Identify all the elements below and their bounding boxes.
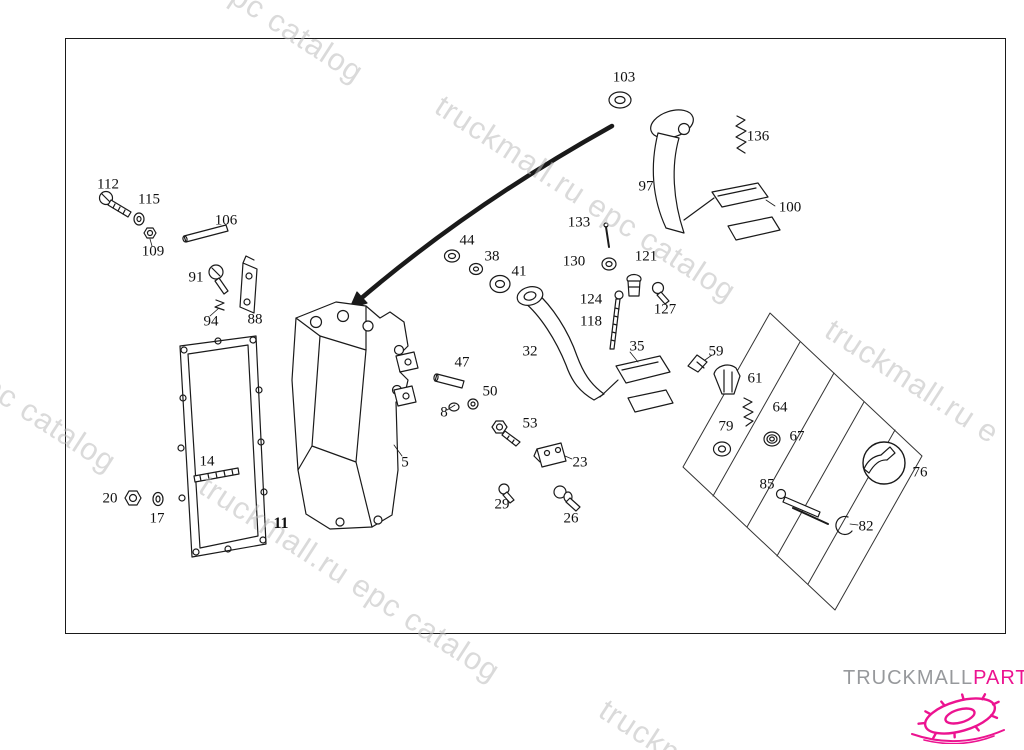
watermark-text: truckmall bbox=[592, 692, 724, 750]
gear-wheel-icon bbox=[911, 693, 1005, 744]
logo-brand-text: TRUCKMALL bbox=[843, 667, 974, 689]
logo-accent-text: PARTS bbox=[973, 667, 1024, 689]
site-logo: TRUCKMALLPARTS bbox=[843, 667, 1024, 744]
diagram-frame bbox=[65, 38, 1006, 634]
